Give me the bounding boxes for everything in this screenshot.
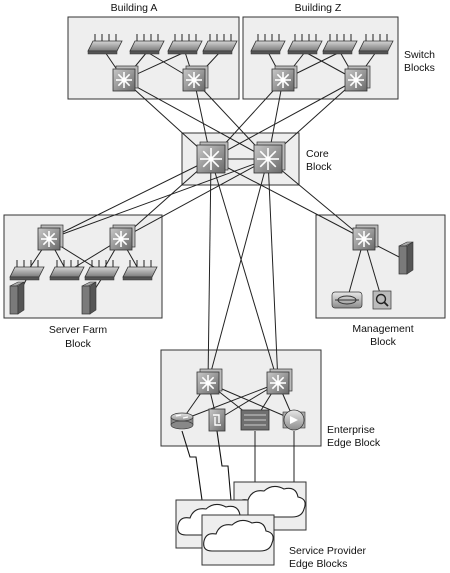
multilayer-switch-icon (266, 368, 293, 395)
switch-blocks-label-line2: Blocks (404, 62, 435, 74)
access-switch-icon (49, 260, 85, 281)
multilayer-switch-icon (271, 65, 298, 92)
access-switch-icon (84, 260, 120, 281)
access-switch-icon (287, 34, 323, 55)
web-server-icon (282, 409, 306, 431)
network-devices (9, 34, 414, 566)
service-provider-label-line1: Service Provider (289, 545, 367, 557)
building-z-block (242, 16, 399, 100)
core-block-label-line2: Block (306, 161, 332, 173)
vpn-concentrator-icon (240, 409, 270, 431)
server-icon (9, 281, 25, 315)
firewall-icon (208, 408, 226, 432)
web-server-icon (372, 290, 392, 310)
management-label-line1: Management (352, 323, 413, 335)
service-provider-label-line2: Edge Blocks (289, 558, 347, 570)
building-a-block (67, 16, 240, 100)
server-icon (398, 241, 414, 275)
enterprise-edge-label-line1: Enterprise (327, 424, 375, 436)
access-switch-icon (358, 34, 394, 55)
multilayer-switch-icon (344, 65, 371, 92)
access-switch-icon (250, 34, 286, 55)
access-switch-icon (87, 34, 123, 55)
server-farm-label-line1: Server Farm (49, 324, 108, 336)
access-switch-icon (167, 34, 203, 55)
router-icon (170, 412, 194, 430)
multilayer-switch-icon (352, 224, 379, 251)
cloud-icon (201, 514, 275, 566)
enterprise-edge-block (160, 349, 322, 447)
multilayer-switch-icon (196, 141, 229, 174)
enterprise-edge-label-line2: Edge Block (327, 437, 381, 449)
management-label-line2: Block (370, 336, 396, 348)
multilayer-switch-icon (112, 65, 139, 92)
router-icon (331, 291, 363, 309)
building-a-label: Building A (111, 2, 158, 14)
core-block-label-line1: Core (306, 148, 329, 160)
multilayer-switch-icon (182, 65, 209, 92)
server-icon (81, 281, 97, 315)
multilayer-switch-icon (253, 141, 286, 174)
multilayer-switch-icon (37, 224, 64, 251)
building-z-label: Building Z (295, 2, 342, 14)
multilayer-switch-icon (109, 224, 136, 251)
access-switch-icon (322, 34, 358, 55)
access-switch-icon (122, 260, 158, 281)
multilayer-switch-icon (196, 368, 223, 395)
server-farm-label-line2: Block (65, 338, 91, 350)
switch-blocks-label-line1: Switch (404, 49, 435, 61)
access-switch-icon (202, 34, 238, 55)
access-switch-icon (9, 260, 45, 281)
access-switch-icon (129, 34, 165, 55)
